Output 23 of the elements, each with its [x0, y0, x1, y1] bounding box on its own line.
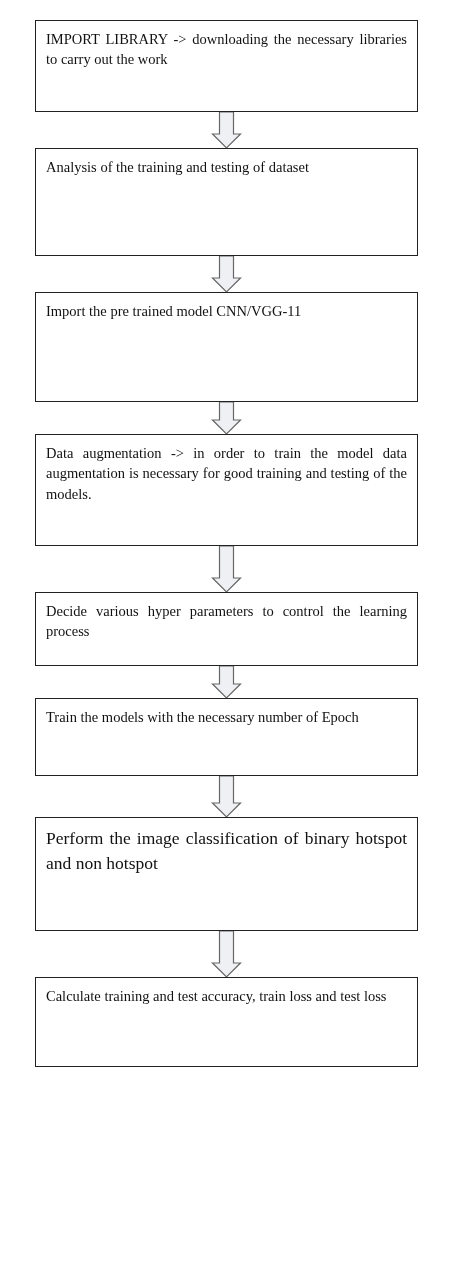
- step-text: Decide various hyper parameters to control the learning process: [46, 602, 407, 642]
- step-text: Data augmentation -> in order to train the model data augmentation is necessary for good training and testing of the models.: [46, 444, 407, 504]
- step-text: IMPORT LIBRARY -> downloading the necessary libraries to carry out the work: [46, 30, 407, 70]
- step-text: Calculate training and test accuracy, train loss and test loss: [46, 987, 388, 1006]
- block-arrow: [211, 545, 242, 593]
- process-box: [35, 20, 418, 112]
- block-arrow: [211, 930, 242, 978]
- process-box: [35, 148, 418, 256]
- step-text: Import the pre trained model CNN/VGG-11: [46, 302, 303, 321]
- step-text: Train the models with the necessary number of Epoch: [46, 708, 360, 727]
- block-arrow: [211, 255, 242, 293]
- process-box: [35, 434, 418, 546]
- block-arrow: [211, 111, 242, 149]
- block-arrow: [211, 775, 242, 818]
- process-box: [35, 698, 418, 776]
- process-box: [35, 817, 418, 931]
- block-arrow: [211, 401, 242, 435]
- process-box: [35, 977, 418, 1067]
- process-box: [35, 592, 418, 666]
- process-box: [35, 292, 418, 402]
- step-text: Perform the image classification of binary hotspot and non hotspot: [46, 827, 407, 875]
- step-text: Analysis of the training and testing of dataset: [46, 158, 310, 177]
- block-arrow: [211, 665, 242, 699]
